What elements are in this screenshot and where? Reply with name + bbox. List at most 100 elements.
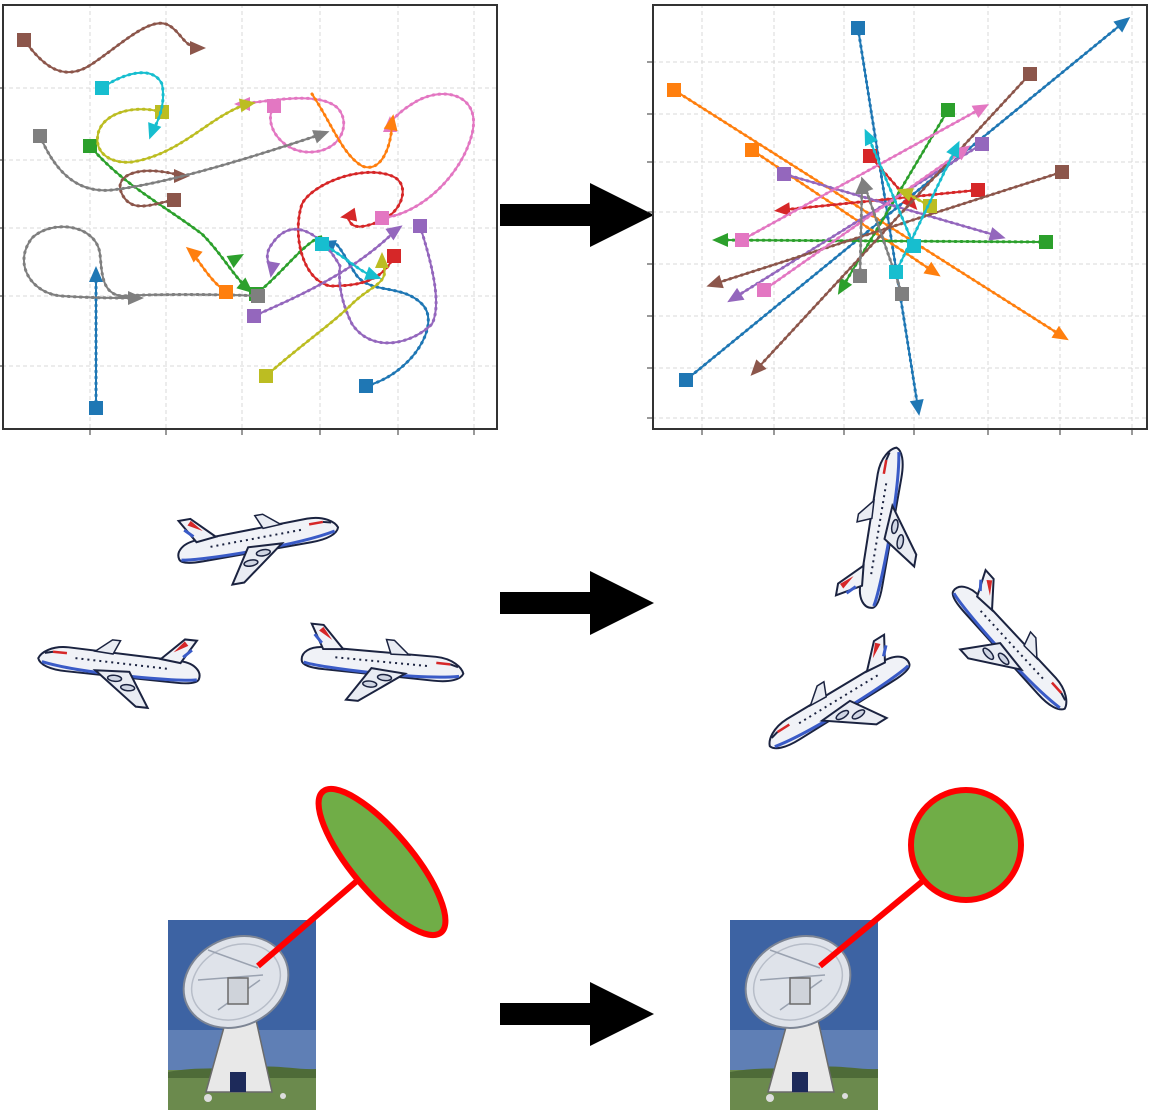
end-marker — [774, 202, 791, 217]
end-marker — [236, 277, 254, 294]
end-marker — [385, 225, 403, 241]
trajectory — [750, 67, 1037, 376]
trajectory — [889, 140, 960, 279]
trajectory — [22, 225, 265, 305]
start-marker — [1055, 165, 1069, 179]
trajectory — [315, 237, 382, 280]
end-marker — [226, 254, 244, 269]
start-marker — [89, 401, 103, 415]
airplane-left-right — [290, 618, 470, 714]
airplane-right-right — [920, 560, 1100, 736]
start-marker — [777, 167, 791, 181]
airplane-icon — [926, 563, 1092, 736]
end-marker — [837, 277, 853, 295]
airplane-right-bottom — [750, 629, 930, 780]
beam-circle — [812, 787, 1032, 990]
trajectory — [853, 178, 869, 283]
airplane-left-bottom — [32, 620, 212, 715]
start-marker — [757, 283, 771, 297]
trajectory — [247, 225, 403, 323]
end-marker — [750, 359, 767, 376]
trajectory — [95, 98, 256, 164]
airplane-icon — [750, 629, 930, 780]
start-marker — [387, 249, 401, 263]
end-marker — [340, 207, 358, 222]
start-marker — [941, 103, 955, 117]
start-marker — [219, 285, 233, 299]
start-marker — [745, 143, 759, 157]
end-marker — [946, 140, 960, 159]
start-marker — [667, 83, 681, 97]
start-marker — [735, 233, 749, 247]
start-marker — [375, 211, 389, 225]
start-marker — [359, 379, 373, 393]
trajectory-plot-before-svg — [0, 4, 498, 435]
end-marker — [148, 122, 162, 140]
start-marker — [95, 81, 109, 95]
transform-arrow-3 — [500, 982, 654, 1046]
trajectory — [706, 165, 1069, 289]
trajectory — [851, 21, 924, 416]
start-marker — [267, 99, 281, 113]
end-marker — [727, 287, 745, 303]
end-marker — [712, 233, 728, 247]
start-marker — [247, 309, 261, 323]
trajectory — [17, 21, 206, 74]
airplane-left-top — [165, 492, 347, 595]
start-marker — [251, 289, 265, 303]
end-marker — [1113, 16, 1131, 33]
end-marker — [855, 178, 869, 194]
beam-ellipse — [250, 780, 480, 980]
trajectory-plot-after — [647, 4, 1148, 435]
trajectory — [185, 246, 233, 299]
start-marker — [1023, 67, 1037, 81]
right-arrow-icon — [500, 571, 654, 635]
plot-grid — [2, 4, 498, 430]
start-marker — [889, 265, 903, 279]
start-marker — [851, 21, 865, 35]
end-marker — [128, 291, 144, 305]
start-marker — [315, 237, 329, 251]
transform-arrow-1 — [500, 183, 654, 247]
right-arrow-icon — [500, 183, 654, 247]
trajectory — [319, 240, 430, 393]
start-marker — [679, 373, 693, 387]
start-marker — [83, 139, 97, 153]
trajectory — [735, 104, 989, 247]
end-marker — [896, 188, 914, 202]
end-marker — [383, 114, 398, 132]
trajectory — [259, 252, 389, 383]
trajectory — [89, 266, 103, 415]
end-marker — [266, 260, 281, 278]
trajectory — [667, 83, 1069, 341]
end-marker — [364, 266, 382, 280]
start-marker — [975, 137, 989, 151]
trajectory — [777, 167, 1006, 241]
beam-circle-shape — [818, 787, 1024, 969]
beam-ellipse-shape — [256, 785, 449, 969]
end-marker — [89, 266, 103, 282]
end-marker — [988, 227, 1006, 241]
start-marker — [33, 129, 47, 143]
end-marker — [901, 193, 918, 210]
plot-frame — [652, 4, 1148, 430]
trajectory — [265, 219, 438, 345]
transform-arrow-2 — [500, 571, 654, 635]
trajectory — [33, 129, 330, 192]
end-marker — [971, 104, 989, 119]
trajectory — [864, 128, 921, 253]
end-marker — [185, 246, 203, 263]
plot-grid — [652, 4, 1148, 430]
plot-frame — [2, 4, 498, 430]
start-marker — [17, 33, 31, 47]
end-marker — [312, 130, 330, 144]
trajectory-plot-before — [0, 4, 498, 435]
end-marker — [706, 274, 724, 289]
trajectory-plot-after-svg — [647, 4, 1148, 435]
airplane-icon — [32, 622, 205, 715]
trajectory — [83, 139, 254, 294]
start-marker — [1039, 235, 1053, 249]
end-marker — [1051, 325, 1069, 341]
trajectory — [219, 92, 398, 299]
airplane-icon — [296, 621, 469, 714]
